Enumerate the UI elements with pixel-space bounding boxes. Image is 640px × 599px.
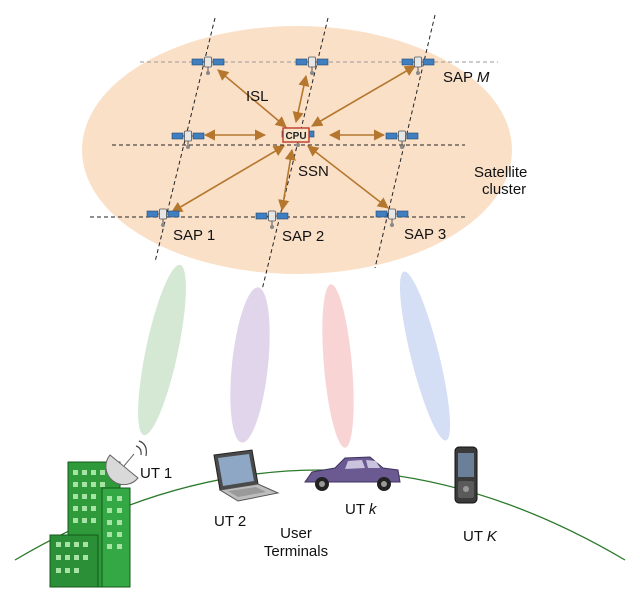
- ut-K-label-prefix: UT: [463, 528, 487, 545]
- ut-K-label: UT K: [463, 528, 498, 545]
- sap-m-label-var: M: [477, 69, 490, 86]
- isl-label: ISL: [246, 88, 269, 105]
- cpu-label: CPU: [285, 131, 306, 142]
- building-with-antenna-icon: [49, 440, 147, 588]
- orbit-line-diag-3: [374, 14, 436, 269]
- phone-icon: [454, 446, 478, 504]
- sap-2-label: SAP 2: [282, 228, 324, 245]
- beams: [138, 264, 451, 448]
- beam-4: [399, 271, 451, 441]
- cpu-box: CPU: [282, 127, 310, 143]
- link-cpu-sap-2: [278, 148, 296, 212]
- laptop-icon: [213, 449, 280, 502]
- ut-k-label: UT k: [345, 501, 378, 518]
- link-cpu-sap-m: [311, 65, 416, 127]
- user-terminals-label-line1: User: [280, 525, 312, 542]
- beam-2: [230, 287, 270, 443]
- sap-3-label: SAP 3: [404, 226, 446, 243]
- user-terminals-label-line2: Terminals: [264, 543, 328, 560]
- beam-3: [322, 284, 354, 448]
- link-cpu-sap-3: [307, 145, 389, 209]
- sap-1-label: SAP 1: [173, 227, 215, 244]
- orbit-line-diag-2: [261, 17, 329, 291]
- ut-k-label-var: k: [369, 501, 378, 518]
- ssn-label: SSN: [298, 163, 329, 180]
- satellite-cluster-label-line2: cluster: [482, 181, 526, 198]
- sap-m-label-prefix: SAP: [443, 69, 477, 86]
- sap-m-label: SAP M: [443, 69, 490, 86]
- link-cpu-sat-top-left: [217, 69, 287, 128]
- ut-K-label-var: K: [487, 528, 498, 545]
- ut-k-label-prefix: UT: [345, 501, 369, 518]
- satellite-cluster-label-line1: Satellite: [474, 164, 527, 181]
- isl-links: [171, 65, 416, 213]
- link-cpu-sat-top-mid: [292, 74, 310, 124]
- ut-2-label: UT 2: [214, 513, 246, 530]
- link-cpu-sap-1: [171, 145, 285, 213]
- ut-1-label: UT 1: [140, 465, 172, 482]
- beam-1: [138, 264, 186, 436]
- car-icon: [304, 456, 401, 491]
